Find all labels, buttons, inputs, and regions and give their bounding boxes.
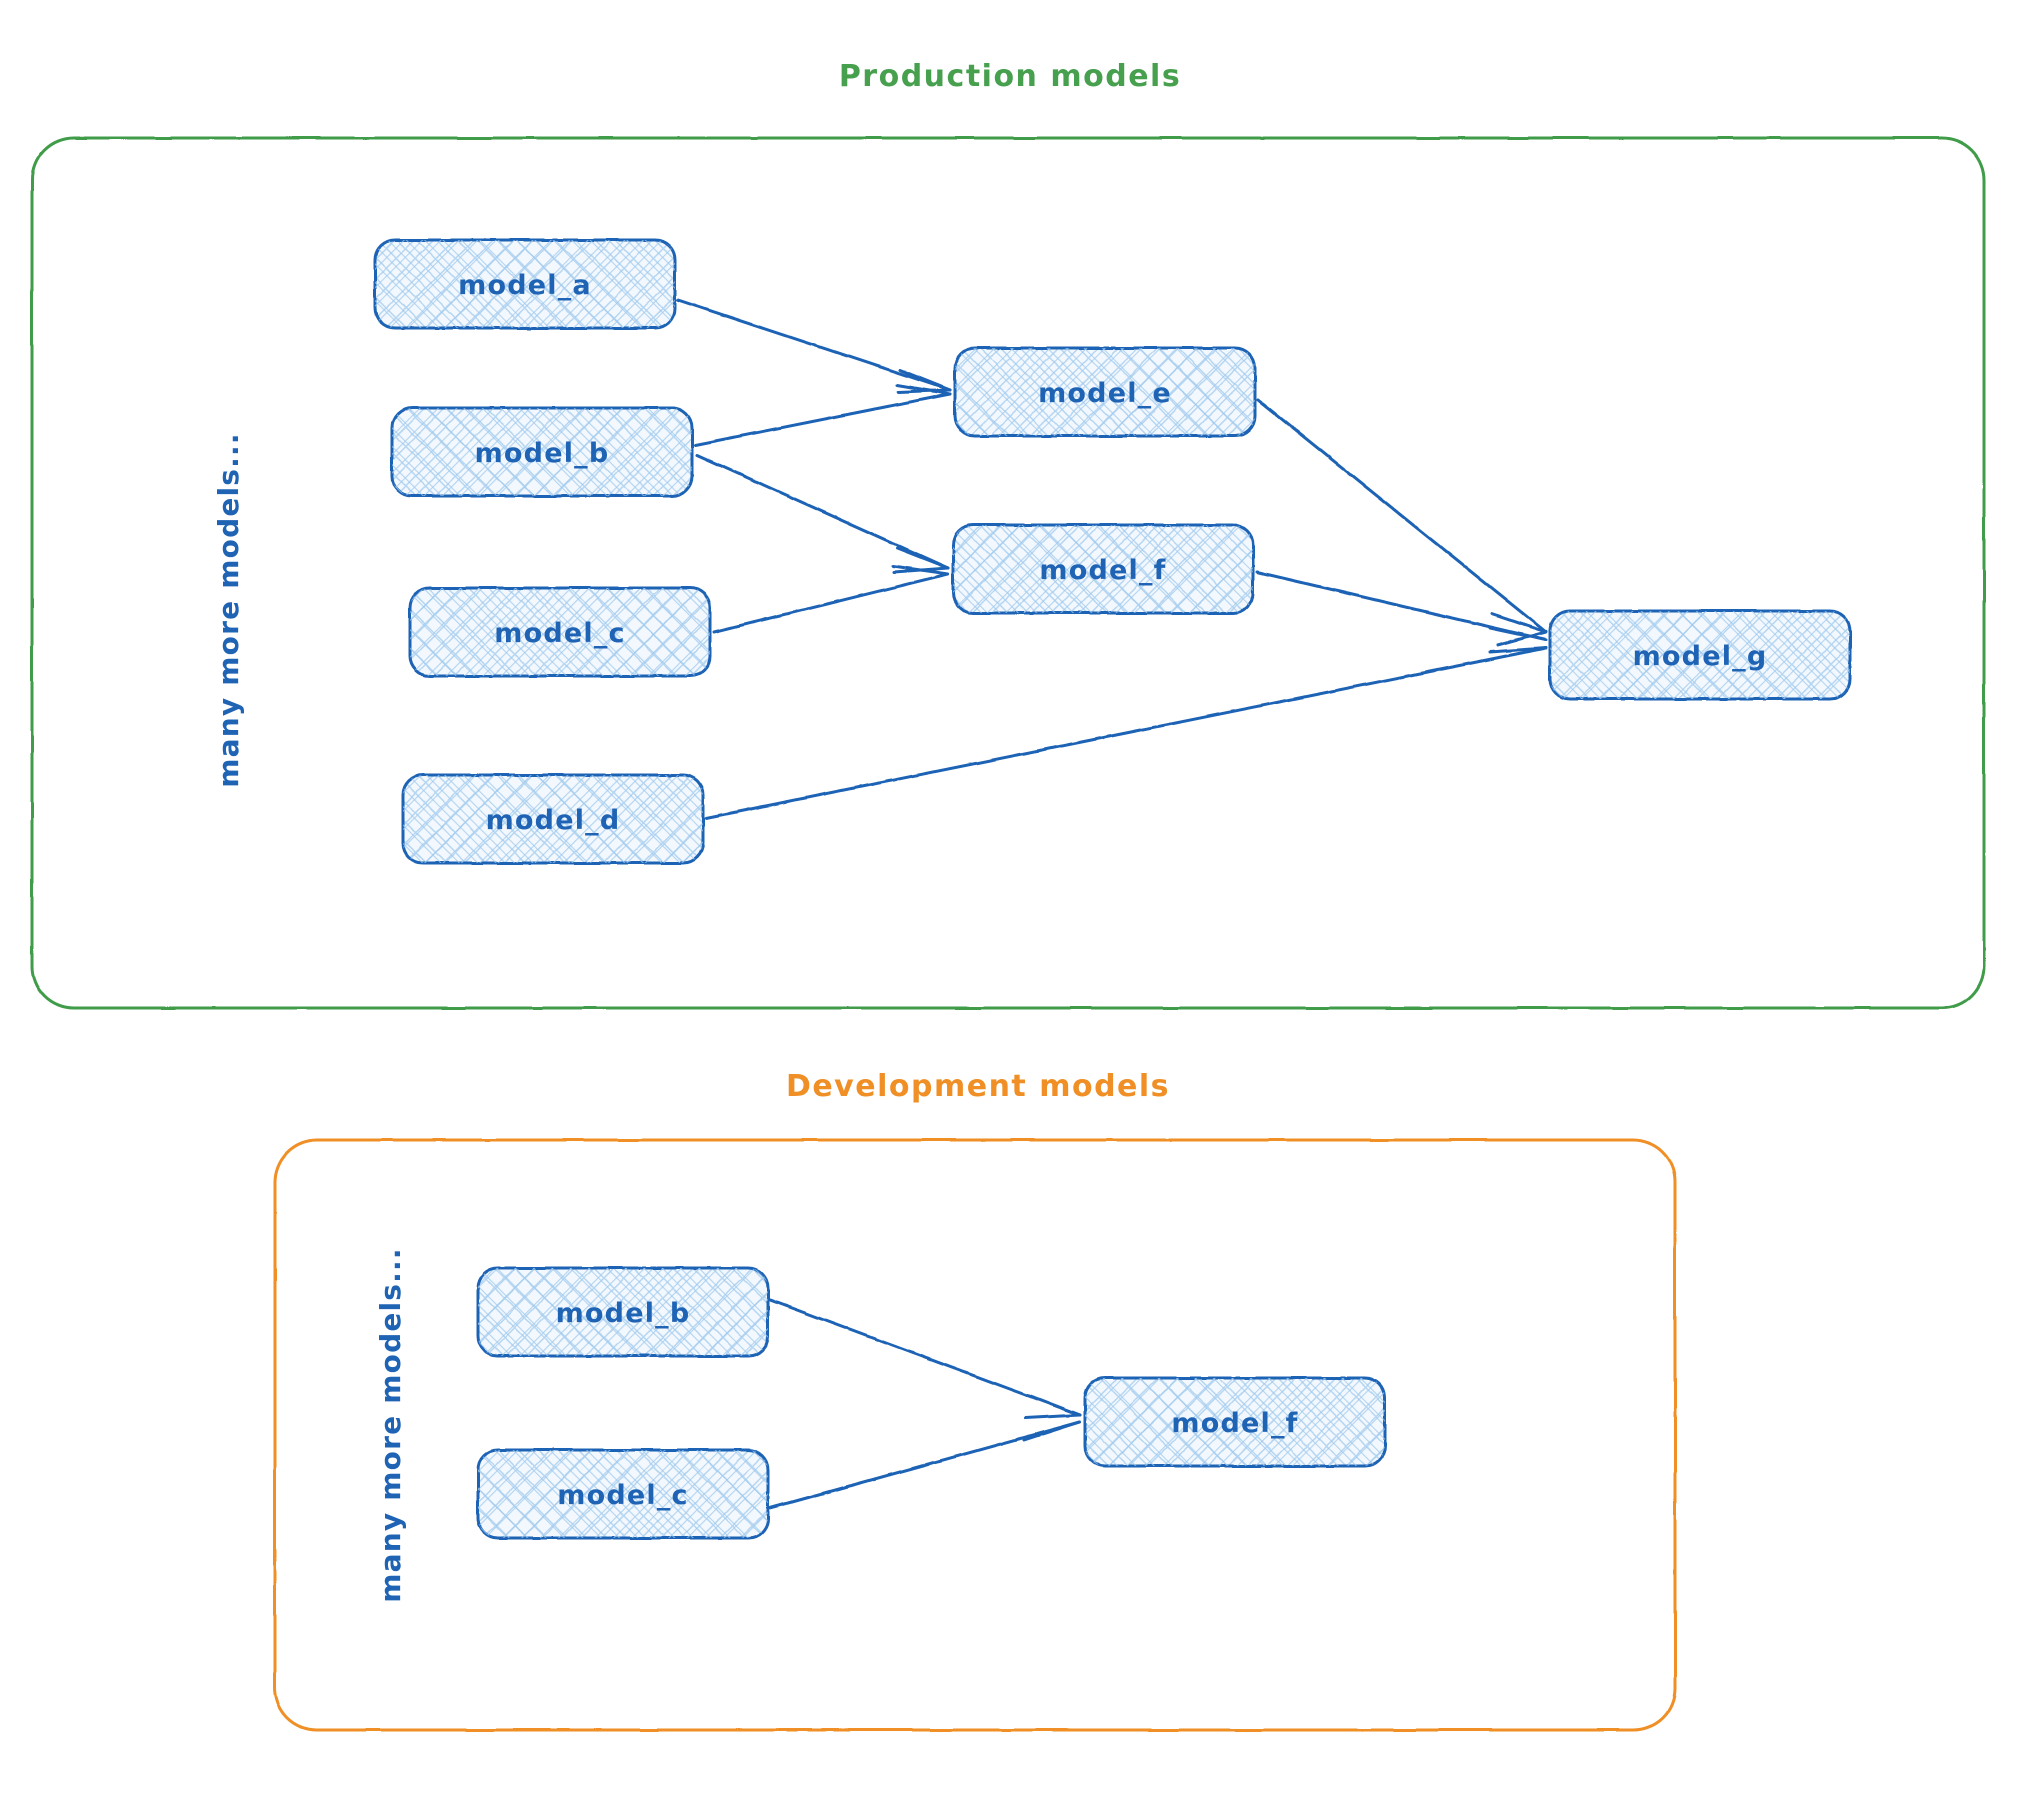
node-model_g-hatch: [1550, 611, 1850, 699]
node-model_g[interactable]: model_g: [1548, 609, 1852, 701]
node-model_d-label: model_d: [486, 805, 621, 836]
edge-model_b-to-model_e: [693, 392, 952, 447]
node-model_f-label: model_f: [1039, 555, 1166, 586]
edge-arrowhead-dev-b-f-bot: [1023, 1413, 1082, 1420]
development-edges: [768, 1298, 1082, 1510]
node-model_c-hatch: [410, 588, 710, 676]
edge-model_d-to-model_g: [704, 646, 1548, 820]
group-frame-production: [30, 136, 1986, 1010]
node-model_d-hatch: [403, 775, 703, 863]
node-dev-model_f-hatch: [1085, 1378, 1385, 1466]
node-dev-model_b-label: model_b: [556, 1298, 691, 1329]
node-model_b-label: model_b: [475, 438, 610, 469]
node-model_f-hatch: [953, 525, 1253, 613]
node-dev-model_f[interactable]: model_f: [1083, 1376, 1387, 1468]
production-nodes: model_a model_b model_c model_d mode: [373, 238, 1852, 865]
edge-arrowhead-c-f: [891, 564, 950, 576]
edge-model_a-to-model_e: [676, 298, 952, 392]
edge-arrowhead-d-g: [1488, 646, 1548, 654]
edge-arrowhead-e-g-bot: [1496, 630, 1548, 647]
node-model_c-label: model_c: [494, 618, 625, 649]
node-model_c[interactable]: model_c: [408, 586, 712, 678]
node-model_e-label: model_e: [1038, 378, 1172, 409]
edge-model_b-to-model_f: [695, 453, 950, 570]
group-frame-development: [273, 1138, 1677, 1732]
development-many-more-models-note: many more models...: [374, 1247, 407, 1602]
development-group-title: Development models: [786, 1069, 1170, 1104]
edge-arrowhead-a-e-top: [898, 368, 952, 392]
production-group-title: Production models: [839, 59, 1181, 94]
edge-dev-model_c-to-model_f: [768, 1420, 1082, 1510]
edge-model_e-to-model_g: [1256, 398, 1548, 634]
development-nodes: model_b model_c model_f: [476, 1266, 1387, 1540]
node-dev-model_c-hatch: [478, 1450, 768, 1538]
development-group-border: [273, 1138, 1677, 1732]
node-dev-model_b[interactable]: model_b: [476, 1266, 770, 1358]
production-group-border: [30, 136, 1986, 1010]
node-model_e[interactable]: model_e: [953, 346, 1257, 438]
node-dev-model_b-hatch: [478, 1268, 768, 1356]
edge-arrowhead-f-g: [1488, 626, 1548, 642]
node-model_f[interactable]: model_f: [951, 523, 1255, 615]
node-dev-model_c-label: model_c: [557, 1480, 688, 1511]
edge-arrowhead-dev-c-f: [1022, 1420, 1082, 1442]
edge-arrowhead-b-e: [895, 383, 952, 396]
node-dev-model_f-label: model_f: [1171, 1408, 1298, 1439]
edge-arrowhead-b-f-top: [895, 546, 950, 570]
node-model_a[interactable]: model_a: [373, 238, 677, 330]
node-dev-model_c[interactable]: model_c: [476, 1448, 770, 1540]
node-model_a-hatch: [375, 240, 675, 328]
node-model_a-label: model_a: [458, 270, 592, 301]
node-model_d[interactable]: model_d: [401, 773, 705, 865]
edge-model_c-to-model_f: [712, 572, 950, 634]
node-model_b-hatch: [392, 408, 692, 496]
production-many-more-models-note: many more models...: [212, 432, 245, 787]
node-model_g-label: model_g: [1633, 641, 1768, 672]
node-model_b[interactable]: model_b: [390, 406, 694, 498]
node-model_e-hatch: [955, 348, 1255, 436]
edge-arrowhead-dev-b-f-top: [1026, 1393, 1082, 1417]
production-edges: [676, 298, 1548, 820]
edge-arrowhead-e-g-top: [1490, 612, 1548, 634]
